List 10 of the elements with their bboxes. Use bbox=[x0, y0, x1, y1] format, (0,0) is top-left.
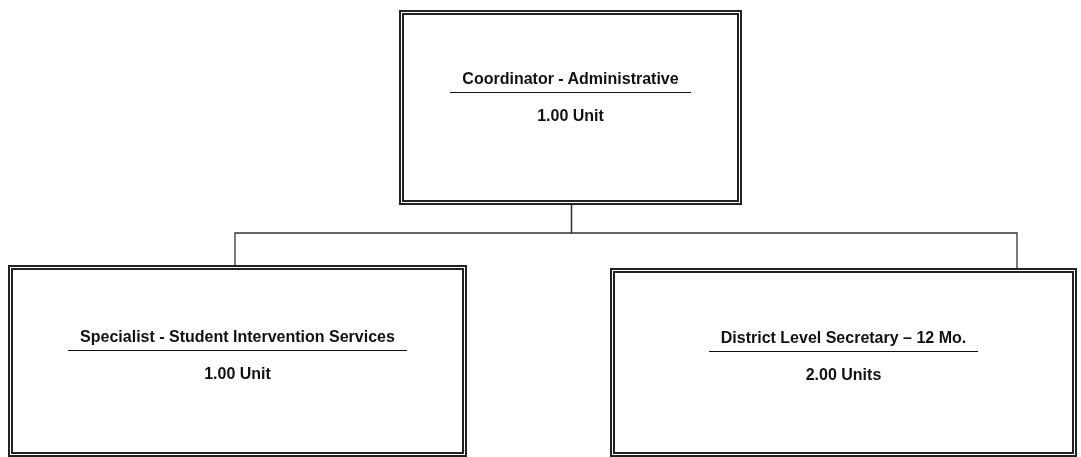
position-title: District Level Secretary – 12 Mo. bbox=[708, 329, 979, 352]
position-title: Coordinator - Administrative bbox=[450, 70, 691, 93]
connector-line bbox=[570, 204, 1018, 269]
unit-count: 1.00 Unit bbox=[204, 364, 271, 383]
unit-count: 2.00 Units bbox=[805, 366, 882, 384]
position-box bbox=[399, 10, 742, 205]
position-box bbox=[610, 268, 1077, 457]
unit-count: 1.00 Unit bbox=[537, 107, 604, 125]
position-title: Specialist - Student Intervention Services bbox=[68, 327, 407, 351]
position-box bbox=[8, 265, 467, 457]
